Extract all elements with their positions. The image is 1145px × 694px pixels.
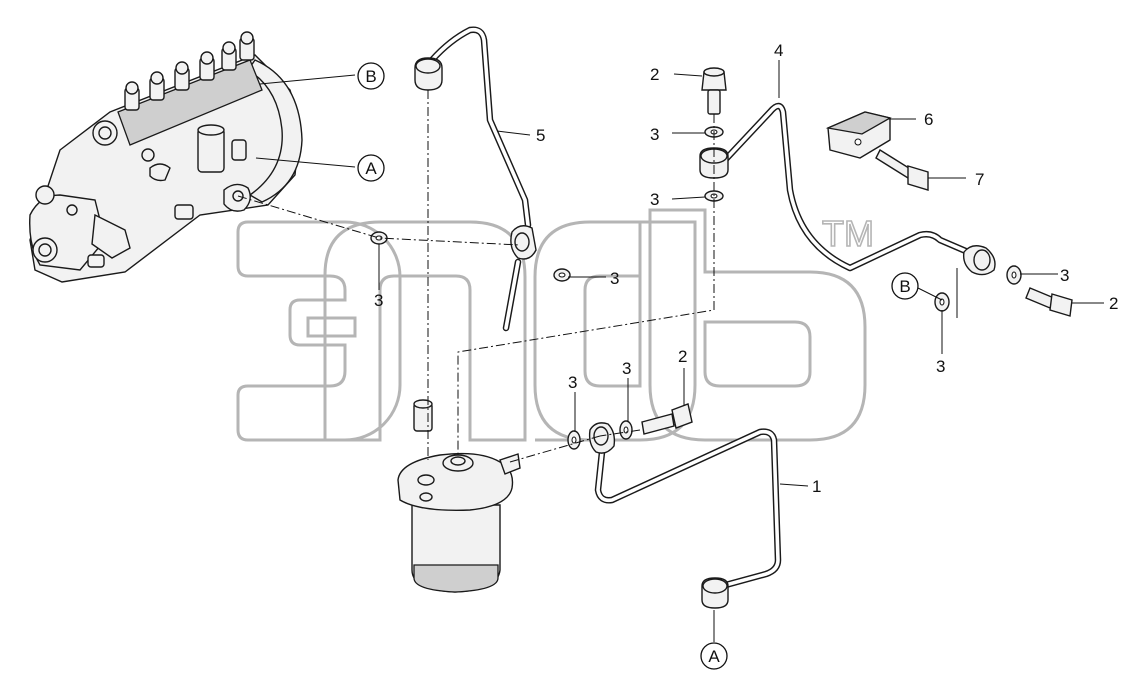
callout-2-right: 2 <box>1109 294 1118 313</box>
callout-3-lower2: 3 <box>622 359 631 378</box>
watermark-letter-g <box>533 220 697 442</box>
callout-5: 5 <box>536 126 545 145</box>
leader-lines <box>255 60 1104 642</box>
callout-3-top2: 3 <box>650 190 659 209</box>
callout-3-lower1: 3 <box>568 373 577 392</box>
watermark-letter-e-bar <box>306 316 357 338</box>
fuel-filter <box>397 399 521 593</box>
callout-7: 7 <box>975 170 984 189</box>
callout-3-right-b: 3 <box>936 357 945 376</box>
ref-b-top-circle <box>357 62 385 90</box>
filter-ribs <box>413 564 499 593</box>
callout-6: 6 <box>924 110 933 129</box>
ref-b-right: B <box>899 277 910 296</box>
ref-b-top: B <box>365 67 376 86</box>
callouts: 1 2 2 2 3 3 3 3 3 3 3 3 4 5 6 7 <box>374 41 1118 496</box>
watermark-letter-p <box>323 220 527 442</box>
watermark-logo: TM <box>236 208 875 442</box>
trademark-text: TM <box>822 213 874 254</box>
watermark-letter-e <box>236 220 402 442</box>
assembly-centerlines <box>237 90 715 463</box>
banjo-bolt-lower <box>641 413 675 435</box>
ref-a-top-circle <box>357 154 385 182</box>
ref-a-top: A <box>365 159 377 178</box>
ref-a-bottom: A <box>708 647 720 666</box>
pump-delivery-valves <box>124 31 255 111</box>
clamp-bolt <box>875 148 913 180</box>
callout-3-pump: 3 <box>374 291 383 310</box>
ref-a-bottom-circle <box>700 642 728 670</box>
pump-side-details <box>92 120 251 220</box>
callout-2-lower: 2 <box>678 347 687 366</box>
pump-governor <box>29 185 131 271</box>
reference-markers: B A B A <box>357 62 919 670</box>
injection-pump <box>29 31 303 283</box>
pipe-5 <box>414 26 537 332</box>
callout-3-right: 3 <box>1060 266 1069 285</box>
callout-2-top: 2 <box>650 65 659 84</box>
callout-4: 4 <box>774 41 783 60</box>
pump-housing-end <box>246 59 303 203</box>
callout-1: 1 <box>812 477 821 496</box>
banjo-bolt-right <box>1025 287 1055 309</box>
callout-3-top1: 3 <box>650 125 659 144</box>
callout-3-pipe5: 3 <box>610 269 619 288</box>
pipe-1 <box>588 422 782 609</box>
ref-b-right-circle <box>891 272 919 300</box>
pipe-4 <box>699 102 996 276</box>
